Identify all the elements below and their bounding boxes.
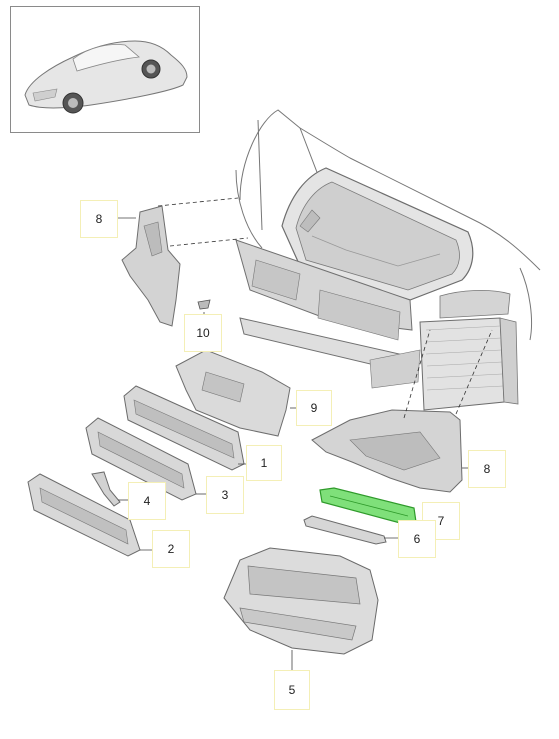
vehicle-front-body [235, 109, 541, 341]
part-6-strip [303, 515, 387, 545]
front-structure [235, 239, 421, 389]
part-8-right-air-duct [311, 409, 463, 493]
radiator [419, 289, 519, 411]
vehicle-thumbnail [10, 6, 200, 133]
callout-1[interactable]: 1 [246, 445, 282, 481]
callout-10[interactable]: 10 [184, 314, 222, 352]
callout-label: 9 [310, 401, 318, 415]
front-trunk [281, 167, 474, 301]
callout-label: 5 [288, 683, 296, 697]
part-10-clip [197, 299, 211, 310]
projection-lines [157, 197, 493, 419]
callout-label: 3 [221, 488, 229, 502]
callout-4[interactable]: 4 [128, 482, 166, 520]
callout-8-right[interactable]: 8 [468, 450, 506, 488]
part-2-grille [27, 473, 141, 557]
callout-2[interactable]: 2 [152, 530, 190, 568]
callout-label: 2 [167, 542, 175, 556]
part-9-air-guide [175, 349, 291, 437]
callout-8-left[interactable]: 8 [80, 200, 118, 238]
car-icon [24, 40, 188, 114]
callout-3[interactable]: 3 [206, 476, 244, 514]
callout-label: 6 [413, 532, 421, 546]
callout-label: 8 [483, 462, 491, 476]
callout-label: 4 [143, 494, 151, 508]
callout-label: 10 [196, 326, 210, 340]
callout-label: 8 [95, 212, 103, 226]
callout-label: 1 [260, 456, 268, 470]
callout-6[interactable]: 6 [398, 520, 436, 558]
callout-5[interactable]: 5 [274, 670, 310, 710]
part-5-bumper-cover [223, 547, 379, 655]
part-8-left-air-duct [121, 205, 181, 327]
callout-9[interactable]: 9 [296, 390, 332, 426]
part-4-bracket [91, 471, 121, 507]
part-7-highlighted-part [319, 487, 417, 525]
callout-label: 7 [437, 514, 445, 528]
